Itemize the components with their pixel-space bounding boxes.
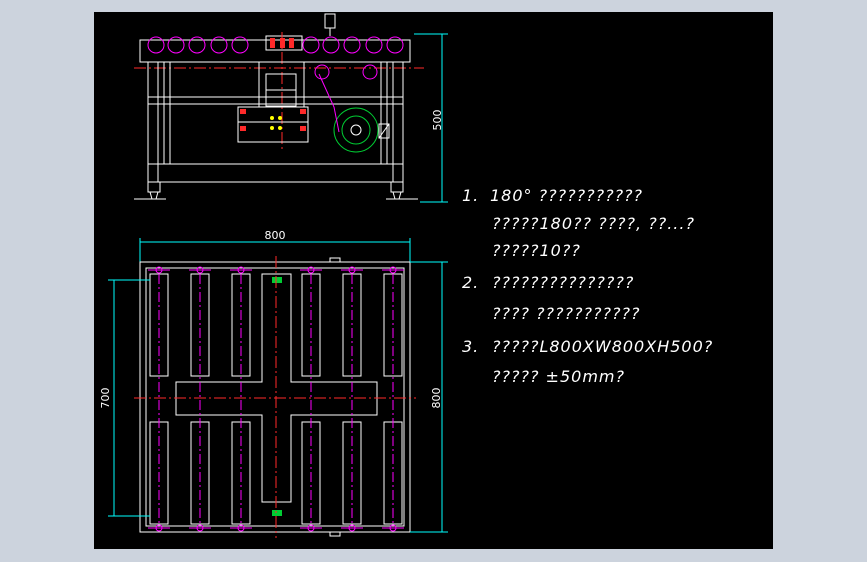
side-dimension-label: 800 — [430, 388, 443, 409]
cross-platform — [175, 273, 378, 503]
cad-drawing-area[interactable]: 500 — [94, 12, 773, 549]
front-rollers — [147, 36, 404, 54]
drawing-canvas: 500 — [99, 13, 448, 538]
note-1-line-1: 180° ??????????? — [490, 186, 644, 205]
note-3-number: 3. — [462, 337, 480, 356]
note-2-line-1: ??????????????? — [492, 273, 635, 292]
note-3-line-1: ?????L800XW800XH500? — [492, 337, 714, 356]
width-dimension-label: 800 — [265, 229, 286, 242]
height-dimension-label: 500 — [431, 110, 444, 131]
note-1-number: 1. — [462, 186, 480, 205]
note-1-line-2: ?????180?? ????, ??...? — [492, 214, 695, 233]
top-view — [108, 238, 448, 538]
depth-dimension-label: 700 — [99, 388, 112, 409]
note-1-line-3: ?????10?? — [492, 241, 581, 260]
top-frame — [139, 261, 411, 533]
motor-gear — [333, 107, 379, 153]
front-view — [134, 13, 448, 203]
note-2-number: 2. — [462, 273, 480, 292]
note-2-line-2: ???? ??????????? — [492, 304, 641, 323]
note-3-line-2: ????? ±50mm? — [492, 367, 625, 386]
